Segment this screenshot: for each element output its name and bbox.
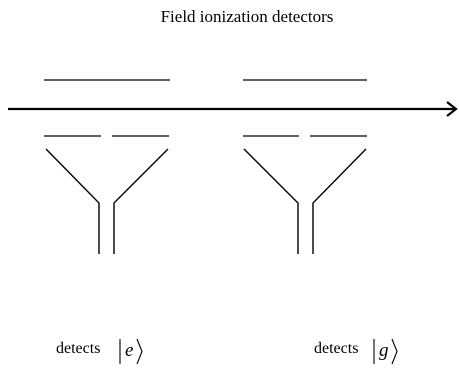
- detector-right-state-symbol: g: [379, 340, 389, 361]
- detector-left-ket-angle: [136, 338, 143, 365]
- detector-left: [44, 79, 170, 254]
- atomic-beam-arrowhead: [446, 101, 458, 117]
- detector-right-ket-angle: [391, 338, 398, 365]
- detector-left-funnel-right-wall: [113, 148, 169, 254]
- detector-left-caption: detects e: [56, 338, 143, 365]
- diagram-title: Field ionization detectors: [161, 7, 334, 26]
- detector-left-state-symbol: e: [125, 340, 133, 361]
- detector-right-funnel-right-wall: [312, 148, 367, 254]
- detector-right-caption-text: detects: [314, 340, 358, 357]
- detector-left-funnel-left-wall: [45, 148, 100, 254]
- detector-left-caption-text: detects: [56, 340, 100, 357]
- detector-right-caption: detects g: [314, 338, 398, 365]
- detector-right: [243, 79, 367, 254]
- detector-right-funnel-left-wall: [243, 148, 299, 254]
